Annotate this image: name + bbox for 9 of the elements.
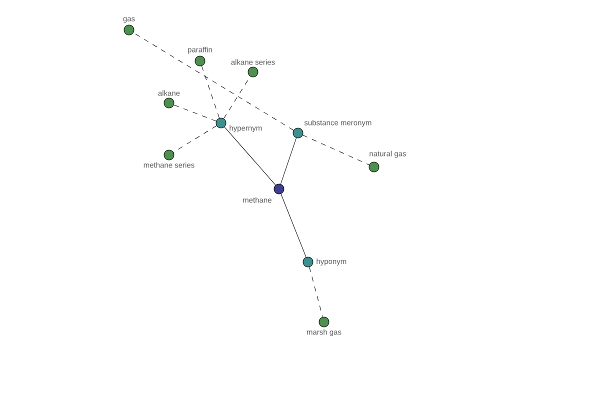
connector-line: [201, 66, 220, 118]
connector-line: [173, 126, 217, 152]
connector-line: [133, 32, 294, 131]
connector-line: [280, 194, 306, 258]
connector-line: [280, 138, 297, 184]
connector-line: [224, 126, 276, 186]
connector-line: [309, 266, 323, 318]
connector-line: [174, 104, 216, 122]
connector-line: [302, 134, 370, 166]
